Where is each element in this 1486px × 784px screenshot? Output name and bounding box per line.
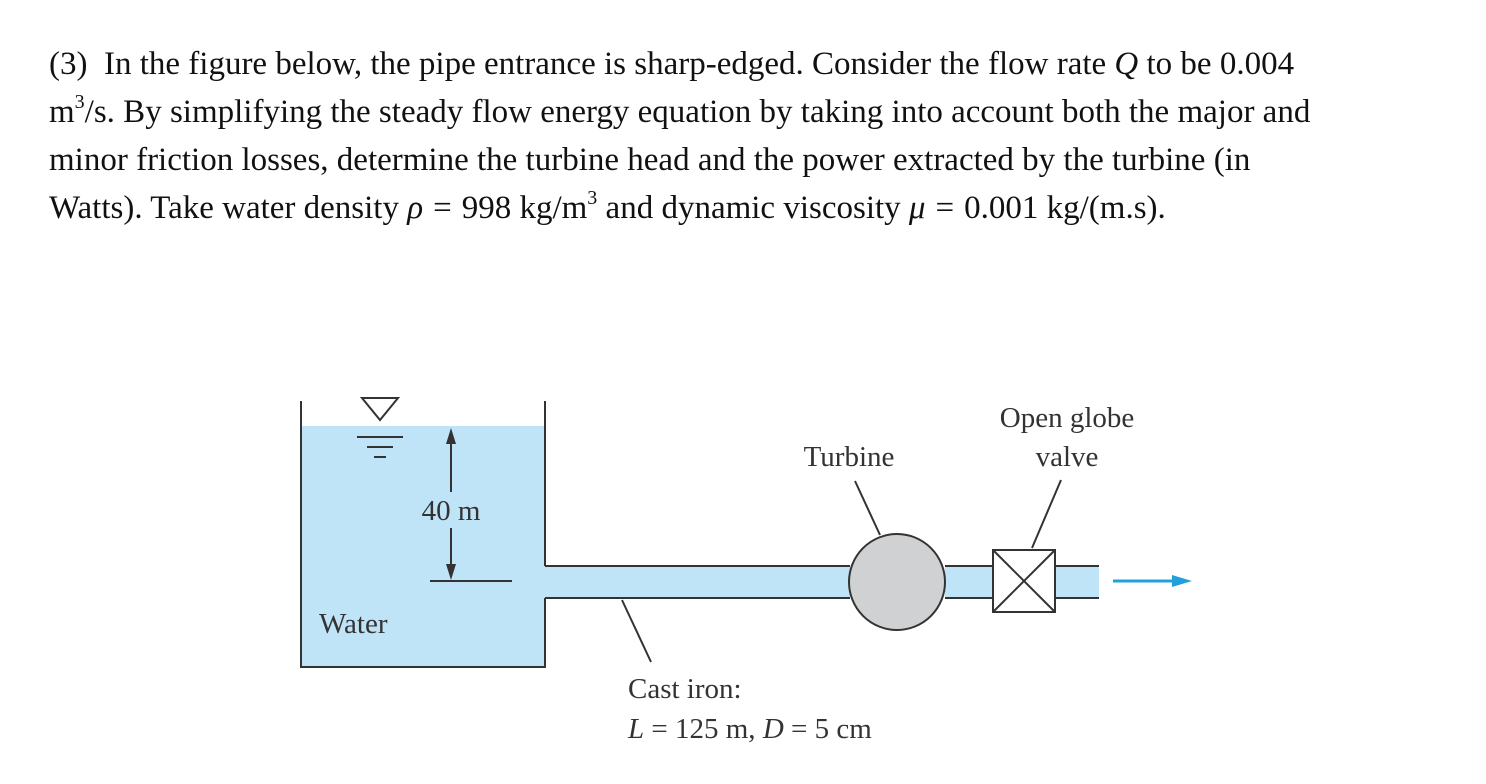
turbine-icon <box>848 533 946 631</box>
pipe-water-mid <box>945 566 993 598</box>
valve-leader <box>1031 479 1062 549</box>
problem-number: (3) <box>49 46 88 82</box>
density-symbol: ρ <box>407 190 424 226</box>
problem-line-3: minor friction losses, determine the tur… <box>49 142 1251 178</box>
valve-label-line-1: Open globe <box>1000 402 1135 434</box>
flow-rate-symbol: Q <box>1114 46 1139 82</box>
pipe-diameter-symbol: D <box>762 713 784 745</box>
viscosity-symbol: μ <box>908 190 926 226</box>
height-label: 40 m <box>422 495 481 527</box>
pipe-diameter-value: = 5 cm <box>784 713 872 745</box>
turbine-label: Turbine <box>804 441 895 473</box>
equals-sign-2: = <box>935 190 955 226</box>
free-surface-triangle-icon <box>359 397 401 422</box>
problem-line-1-text: In the figure below, the pipe entrance i… <box>103 46 1107 82</box>
density-value: 998 kg/m <box>461 190 588 226</box>
pipe-water-exit <box>1055 566 1099 598</box>
pipe-length-symbol: L <box>627 713 644 745</box>
valve-label-line-2: valve <box>1036 441 1099 473</box>
reservoir-wall <box>300 401 546 668</box>
pipe-dimensions-label: L = 125 m, D = 5 cm <box>627 713 872 745</box>
density-exponent: 3 <box>587 187 598 209</box>
reservoir-water <box>301 426 545 667</box>
problem-line-1: (3) In the figure below, the pipe entran… <box>49 40 1449 88</box>
flow-unit-m: m <box>49 94 75 130</box>
arrow-up-icon <box>446 428 456 444</box>
pipe-material-label: Cast iron: <box>628 673 742 705</box>
pipe-water-main <box>545 566 850 598</box>
problem-statement: (3) In the figure below, the pipe entran… <box>49 40 1449 232</box>
turbine-leader <box>854 480 881 536</box>
equals-sign: = <box>433 190 452 226</box>
pipe-length-value: = 125 m, <box>644 713 763 745</box>
problem-line-4: Watts). Take water density ρ=998 kg/m3 a… <box>49 184 1449 232</box>
viscosity-text: and dynamic viscosity <box>605 190 901 226</box>
water-label: Water <box>319 608 388 640</box>
outflow-arrow-icon <box>1172 575 1192 587</box>
problem-line-1-end: to be 0.004 <box>1146 46 1295 82</box>
problem-line-2: m3/s. By simplifying the steady flow ene… <box>49 88 1449 136</box>
arrow-down-icon <box>446 564 456 580</box>
pipe-leader <box>621 599 652 663</box>
problem-line-2-text: /s. By simplifying the steady flow energ… <box>84 94 1311 130</box>
problem-line-4-text: Watts). Take water density <box>49 190 399 226</box>
globe-valve-cross-2 <box>992 549 1056 613</box>
flow-unit-exponent: 3 <box>74 91 85 113</box>
viscosity-value: 0.001 kg/(m.s). <box>964 190 1166 226</box>
